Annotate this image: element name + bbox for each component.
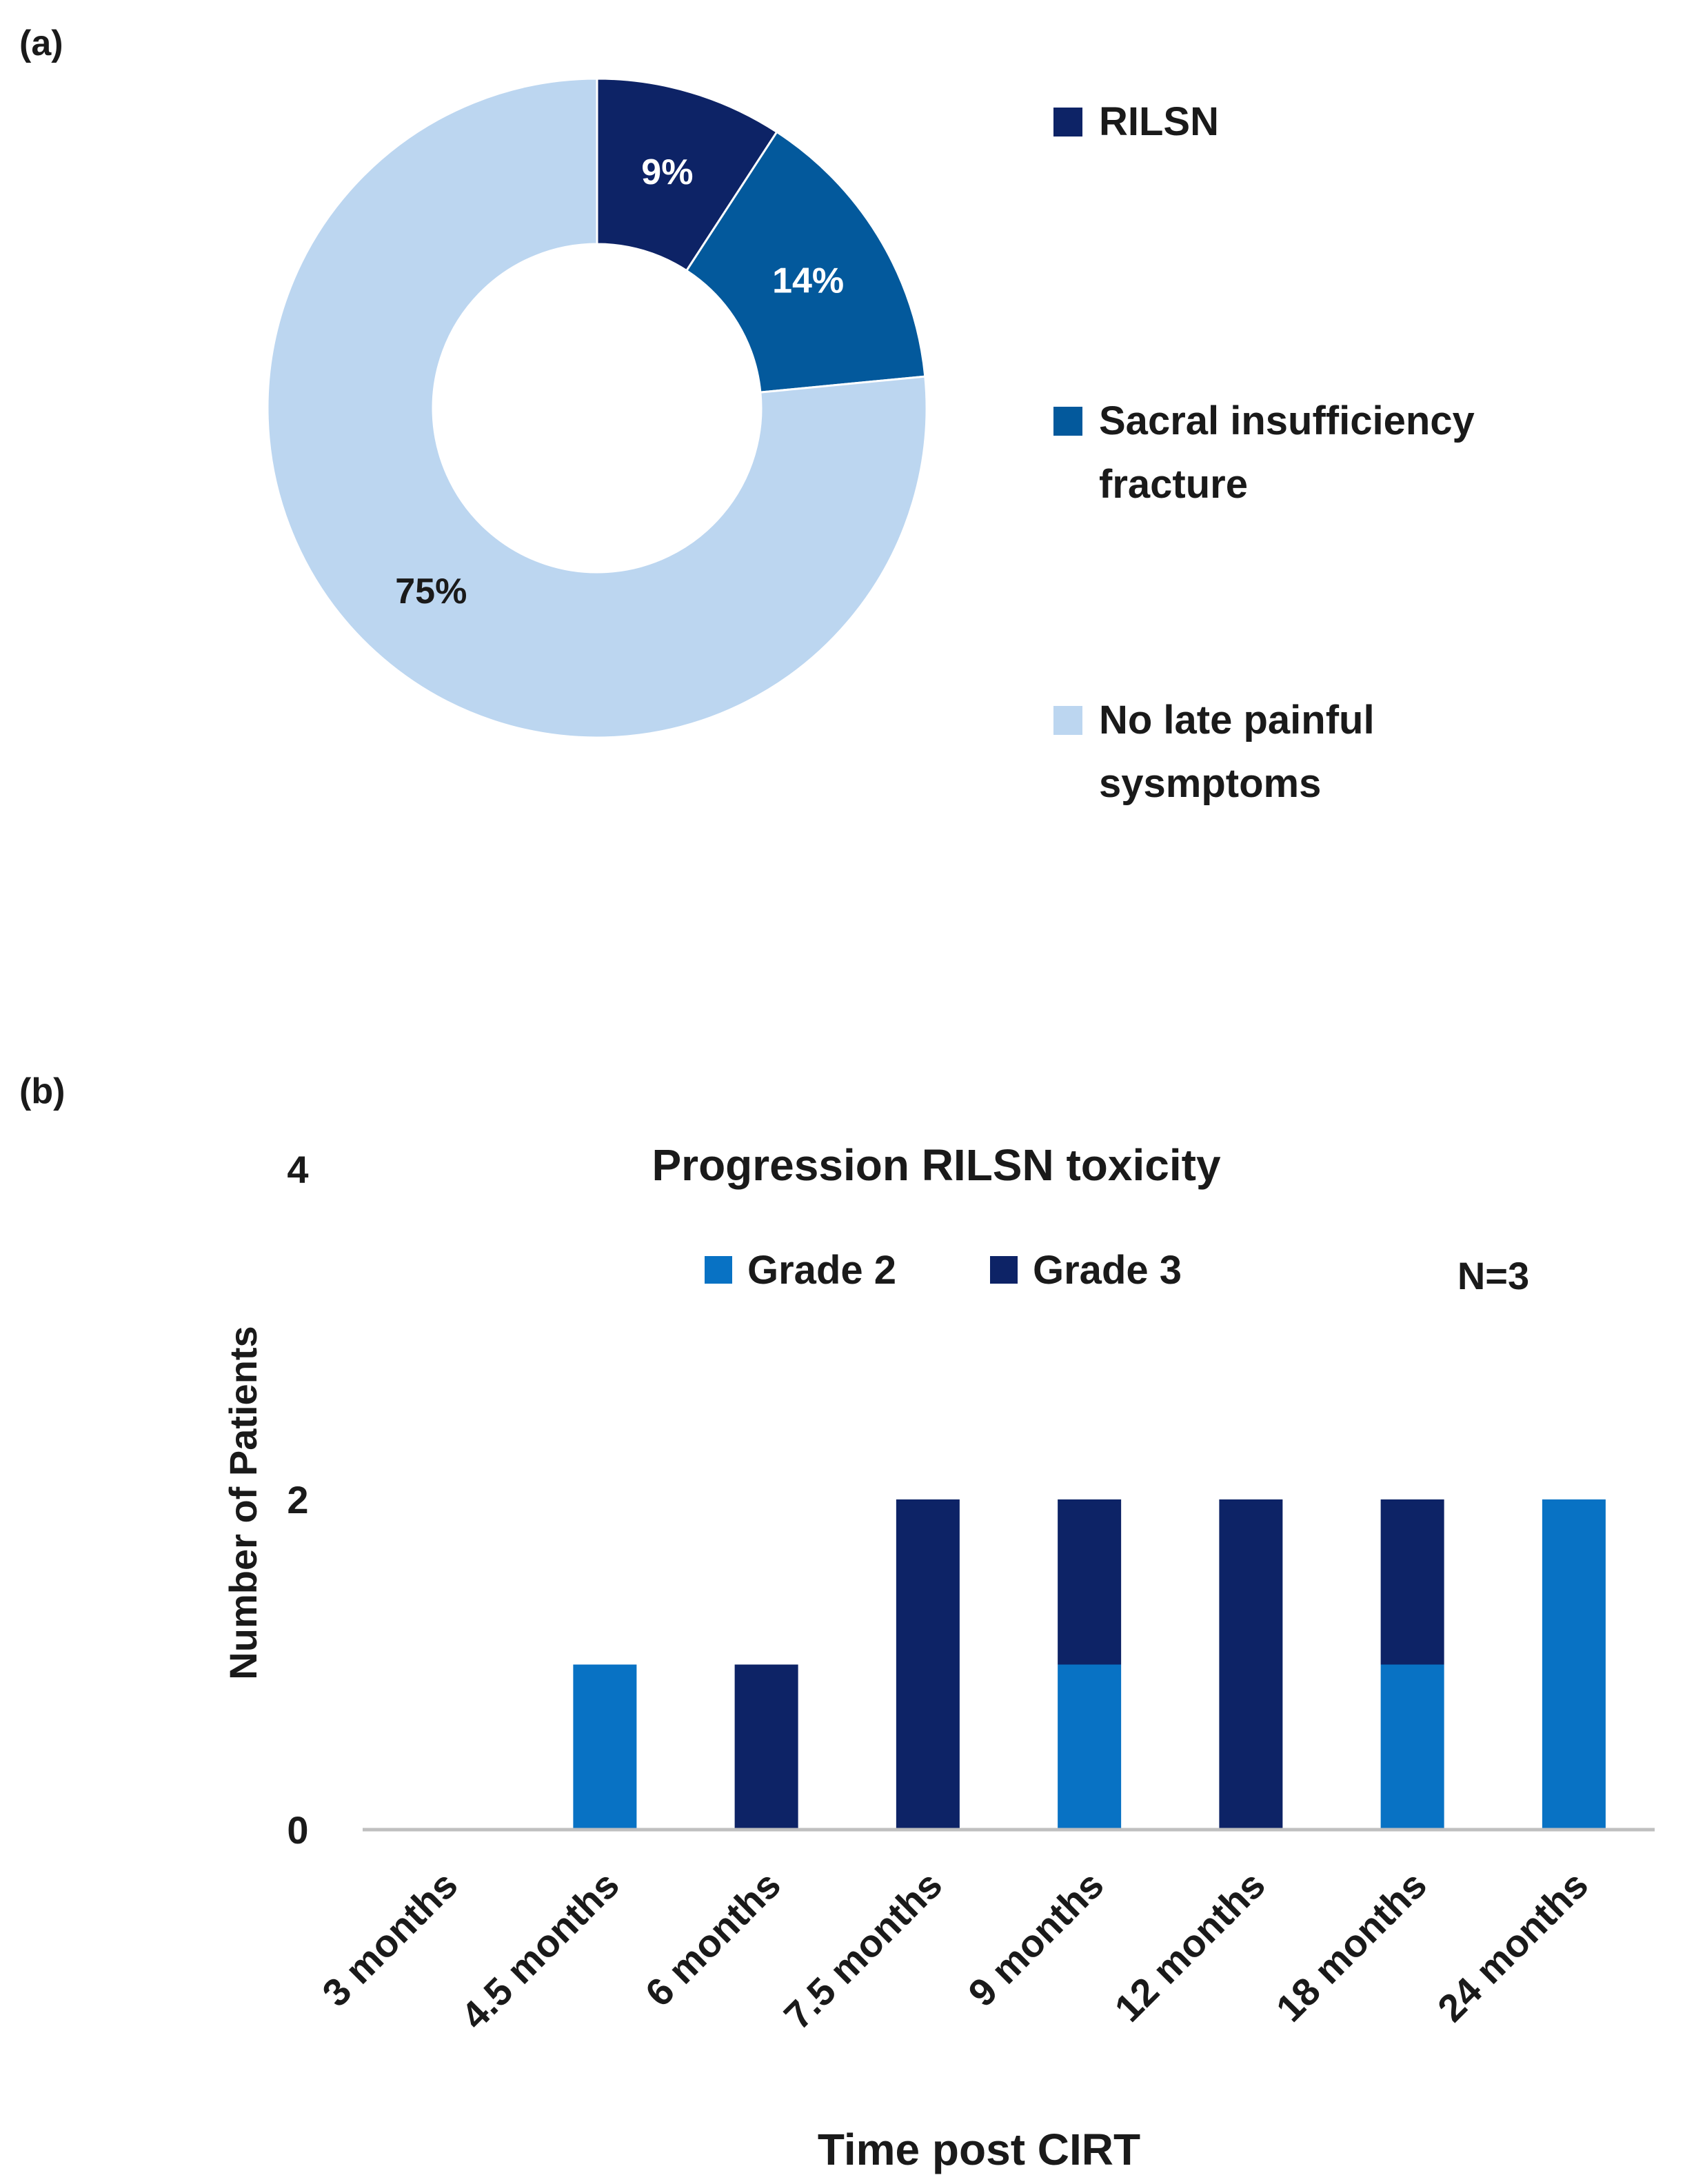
y-axis-label: Number of Patients bbox=[221, 1326, 265, 1679]
donut-data-label: 9% bbox=[641, 152, 693, 192]
legend-label: RILSN bbox=[1099, 99, 1219, 144]
x-tick-label: 9 months bbox=[960, 1863, 1112, 2015]
panel-b-label: (b) bbox=[19, 1071, 65, 1111]
bar-legend: Grade 2 Grade 3 bbox=[705, 1248, 1182, 1293]
x-tick-label: 18 months bbox=[1268, 1863, 1435, 2030]
bar-chart-title: Progression RILSN toxicity bbox=[652, 1140, 1220, 1190]
bar-grade-2 bbox=[573, 1664, 637, 1830]
donut-chart bbox=[266, 77, 928, 739]
legend-swatch bbox=[1053, 407, 1082, 436]
x-tick-label: 6 months bbox=[637, 1863, 789, 2015]
n-annotation: N=3 bbox=[1457, 1254, 1529, 1297]
bar-grade-2 bbox=[1542, 1499, 1606, 1830]
donut-slice-3 bbox=[266, 77, 928, 739]
x-tick-label: 4.5 months bbox=[452, 1863, 627, 2038]
donut-data-labels: 9% 14% 75% bbox=[395, 152, 844, 611]
legend-label: Grade 3 bbox=[1033, 1248, 1182, 1293]
legend-label: Grade 2 bbox=[747, 1248, 896, 1293]
donut-data-label: 14% bbox=[772, 261, 844, 301]
y-tick-labels: 0 2 4 bbox=[287, 1148, 308, 1852]
bar-grade-2 bbox=[1380, 1664, 1444, 1830]
donut-data-label: 75% bbox=[395, 572, 467, 611]
y-tick-label: 2 bbox=[287, 1478, 308, 1521]
bar-grade-2 bbox=[1058, 1664, 1122, 1830]
donut-slice-1 bbox=[596, 77, 778, 272]
x-tick-label: 3 months bbox=[314, 1863, 466, 2015]
bar-grade-3 bbox=[1058, 1499, 1122, 1665]
y-tick-label: 0 bbox=[287, 1808, 308, 1852]
x-tick-label: 7.5 months bbox=[776, 1863, 951, 2038]
bar-series bbox=[573, 1499, 1606, 1830]
legend-swatch bbox=[705, 1256, 732, 1284]
legend-swatch bbox=[990, 1256, 1018, 1284]
bar-grade-3 bbox=[1219, 1499, 1283, 1830]
legend-swatch bbox=[1053, 706, 1082, 735]
bar-grade-3 bbox=[734, 1664, 798, 1830]
x-axis-label: Time post CIRT bbox=[818, 2125, 1140, 2174]
y-tick-label: 4 bbox=[287, 1148, 308, 1191]
bar-grade-3 bbox=[896, 1499, 960, 1830]
legend-swatch bbox=[1053, 108, 1082, 136]
x-tick-label: 24 months bbox=[1429, 1863, 1597, 2030]
panel-a-label: (a) bbox=[19, 23, 63, 63]
donut-slice-2 bbox=[685, 130, 927, 394]
bar-grade-3 bbox=[1380, 1499, 1444, 1665]
x-tick-label: 12 months bbox=[1106, 1863, 1273, 2030]
